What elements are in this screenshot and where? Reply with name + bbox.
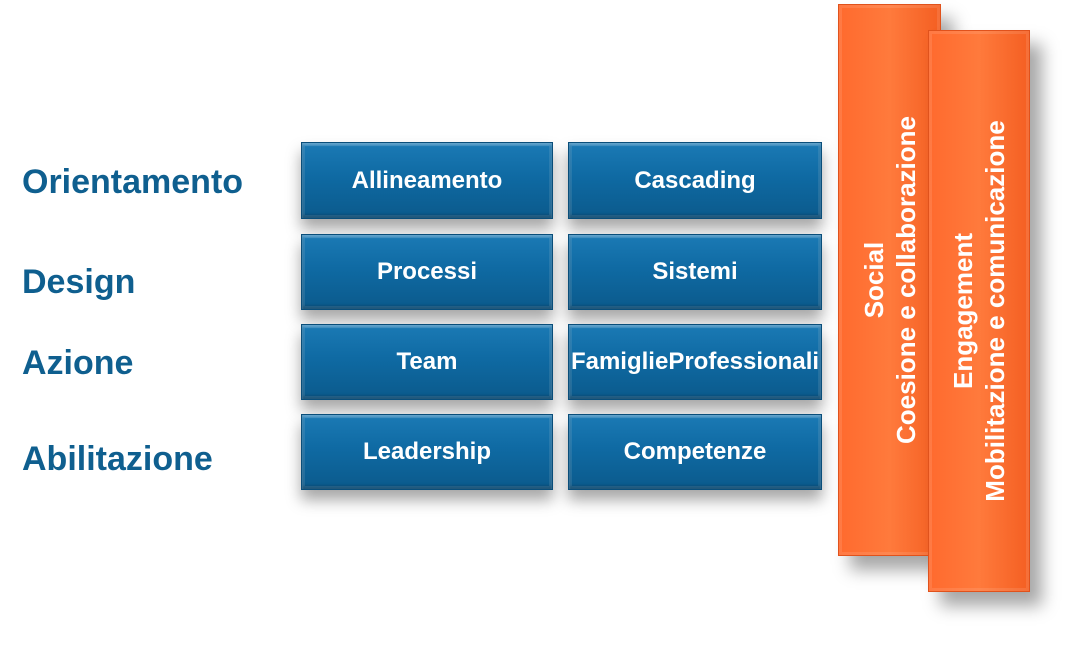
cell-label: Allineamento [351,166,503,194]
cell-leadership: Leadership [301,414,553,490]
cell-allineamento: Allineamento [301,142,553,219]
cell-famiglie-professionali: Famiglie Professionali [568,324,822,400]
pillar-title: Engagement [948,232,978,390]
pillar-social-text: Social Coesione e collaborazione [858,116,922,444]
pillar-social: Social Coesione e collaborazione [838,4,941,556]
row-label-design: Design [22,263,136,301]
cell-label: Sistemi [652,258,738,285]
cell-label-line-2: Professionali [668,348,820,375]
row-label-azione: Azione [22,344,134,382]
row-label-abilitazione: Abilitazione [22,440,213,478]
cell-competenze: Competenze [568,414,822,490]
cell-label: Leadership [362,438,492,465]
cell-label: Competenze [623,438,767,465]
cell-label: Processi [376,258,478,285]
pillar-subtitle: Coesione e collaborazione [890,116,921,444]
row-label-orientamento: Orientamento [22,163,244,201]
pillar-engagement-text: Engagement Mobilitazione e comunicazione [947,120,1011,501]
cell-label: Team [396,348,458,375]
pillar-subtitle: Mobilitazione e comunicazione [980,120,1010,502]
cell-label: Cascading [634,166,756,194]
cell-cascading: Cascading [568,142,822,219]
pillar-title: Social [858,241,889,319]
cell-sistemi: Sistemi [568,234,822,310]
pillar-engagement: Engagement Mobilitazione e comunicazione [928,30,1030,592]
cell-team: Team [301,324,553,400]
cell-processi: Processi [301,234,553,310]
cell-label-line-1: Famiglie [570,348,669,375]
